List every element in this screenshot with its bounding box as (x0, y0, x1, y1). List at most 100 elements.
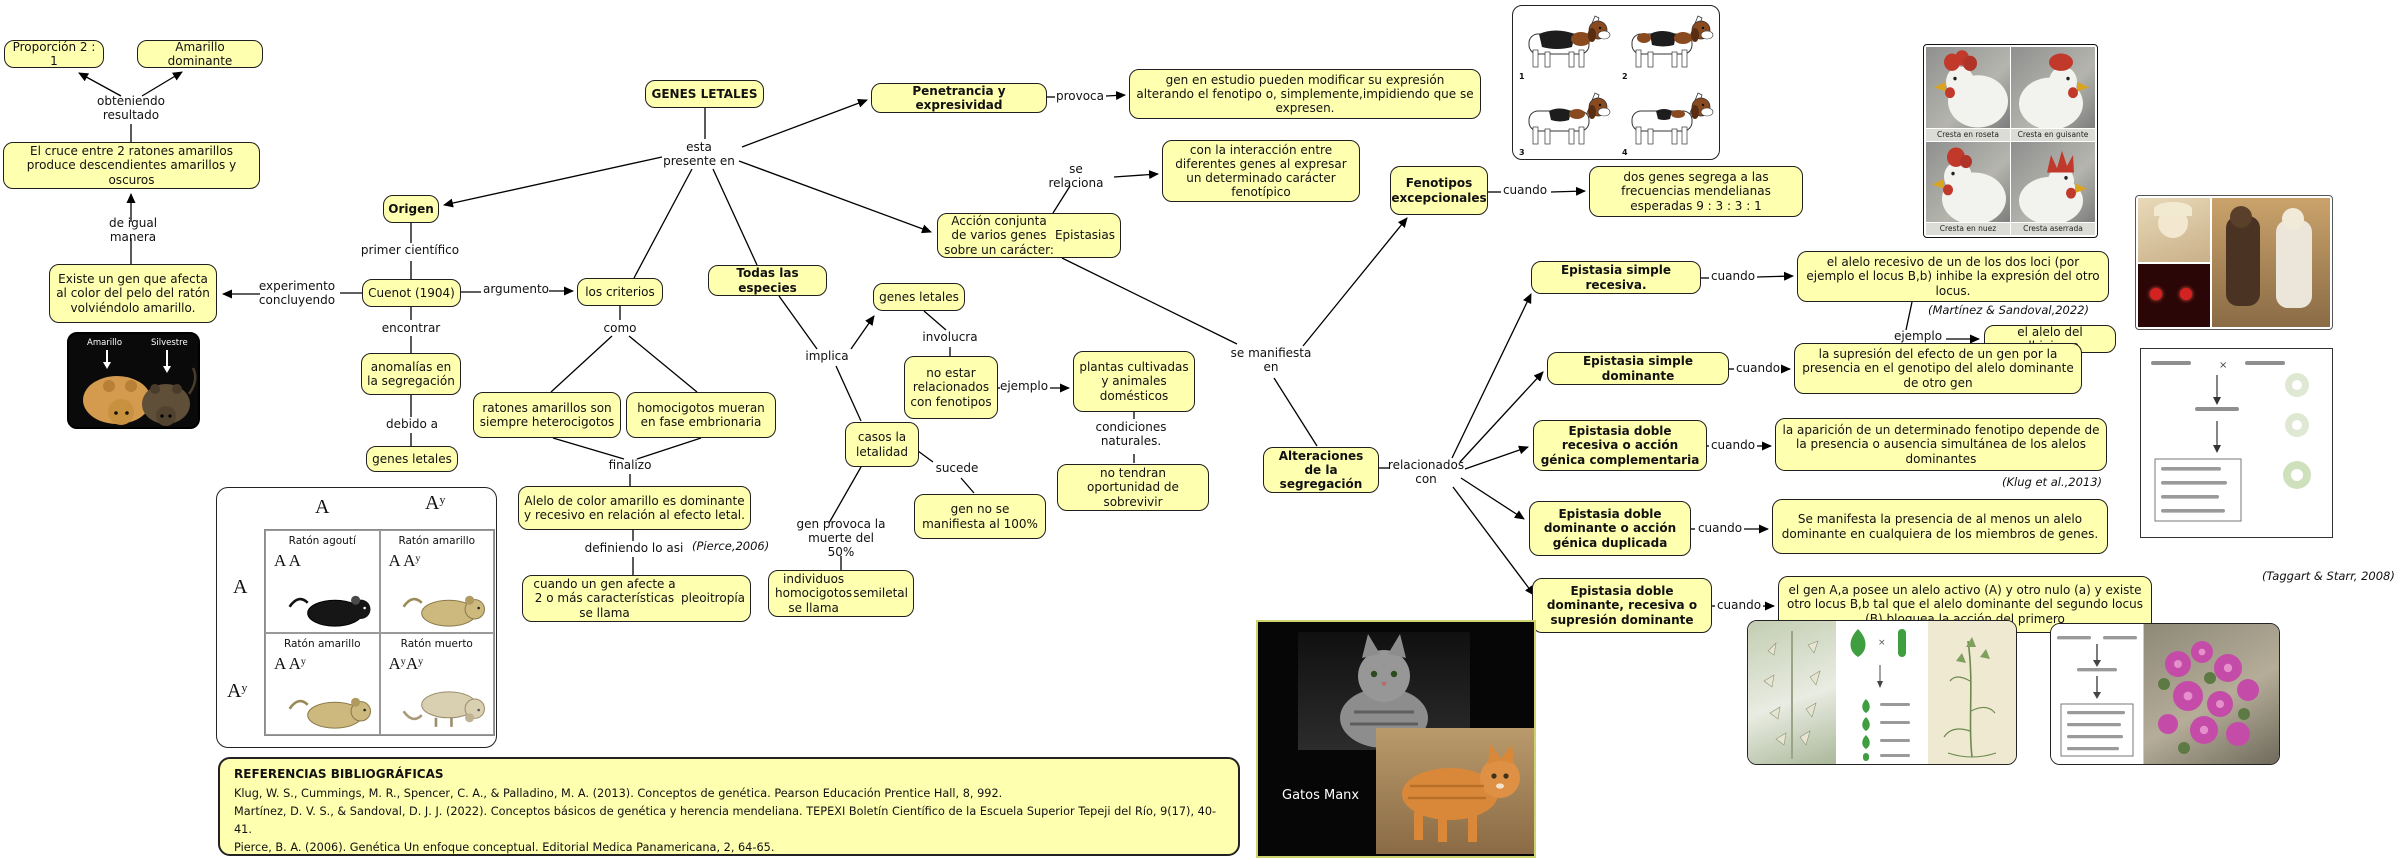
capsella-botanical-print (1928, 621, 2016, 764)
node-epistasia-simple-dominante[interactable]: Epistasia simple dominante (1547, 352, 1729, 385)
beagles-image: 1 2 (1512, 5, 1720, 160)
beagle-icon (1528, 91, 1611, 144)
mice-illustration (83, 350, 197, 426)
link-relacionados-con: relacionados con (1387, 458, 1465, 486)
node-no-estar[interactable]: no estar relacionados con fenotipos (904, 356, 998, 419)
node-aparicion[interactable]: la aparición de un determinado fenotipo … (1775, 418, 2107, 471)
punnett-cell-aay: Ratón amarillo A Aʸ (379, 530, 494, 633)
accion-conjunta-text: Acción conjunta de varios genes sobre un… (944, 214, 1054, 257)
node-supresion[interactable]: la supresión del efecto de un gen por la… (1794, 343, 2082, 394)
node-anomalias[interactable]: anomalías en la segregación (361, 353, 461, 395)
link-cuando-fenotipos: cuando (1502, 183, 1548, 198)
individuos-bold: semiletal (853, 586, 908, 601)
references-box: REFERENCIAS BIBLIOGRÁFICAS Klug, W. S., … (218, 757, 1240, 856)
node-cuenot[interactable]: Cuenot (1904) (362, 279, 461, 307)
node-proporcion[interactable]: Proporción 2 : 1 (4, 40, 104, 68)
node-ratones-amarillos[interactable]: ratones amarillos son siempre heterocigo… (473, 392, 621, 438)
citation-pierce: (Pierce,2006) (692, 539, 770, 553)
link-gen-provoca-muerte: gen provoca la muerte del 50% (796, 517, 886, 559)
punnett-cell-aya: Ratón amarillo A Aʸ (265, 632, 380, 735)
node-origen[interactable]: Origen (383, 195, 439, 223)
flower-icon (2283, 373, 2311, 489)
albino-child-photo (2138, 198, 2210, 262)
link-cuando-3: cuando (1710, 438, 1756, 453)
link-involucra: involucra (922, 330, 978, 345)
node-epistasia-simple-recesiva[interactable]: Epistasia simple recesiva. (1531, 261, 1701, 294)
punnett-grid: Ratón agoutí A A Ratón amarillo A Aʸ (264, 529, 495, 736)
individuos-text: individuos homocigotos se llama (775, 572, 853, 615)
link-provoca: provoca (1055, 89, 1105, 104)
link-ejemplo-albinismo: ejemplo (1893, 329, 1943, 344)
link-de-igual-manera: de igual manera (108, 216, 158, 244)
accion-conjunta-bold: Epistasias (1054, 228, 1115, 243)
orange-cat-icon (1402, 744, 1520, 842)
node-gen-aa[interactable]: el gen A,a posee un alelo activo (A) y o… (1778, 576, 2152, 633)
link-primer-cientifico: primer científico (360, 243, 460, 258)
node-no-tendran[interactable]: no tendran oportunidad de sobrevivir (1057, 464, 1209, 511)
citation-klug: (Klug et al.,2013) (2002, 475, 2103, 489)
punnett-cell-label: Ratón amarillo (398, 535, 476, 547)
node-epistasia-doble-dom-rec[interactable]: Epistasia doble dominante, recesiva o su… (1532, 578, 1712, 633)
node-todas-especies[interactable]: Todas las especies (708, 265, 827, 296)
node-dos-genes[interactable]: dos genes segrega a las frecuencias mend… (1589, 166, 1803, 217)
punnett-cell-aa: Ratón agoutí A A (265, 530, 380, 633)
reference-item: Pierce, B. A. (2006). Genética Un enfoqu… (234, 841, 775, 855)
node-el-cruce[interactable]: El cruce entre 2 ratones amarillos produ… (3, 142, 260, 189)
pink-flowers-image (2050, 623, 2280, 765)
node-gen-en-estudio[interactable]: gen en estudio pueden modificar su expre… (1129, 69, 1481, 119)
node-casos-letalidad[interactable]: casos la letalidad (845, 422, 919, 467)
node-accion-conjunta[interactable]: Acción conjunta de varios genes sobre un… (937, 213, 1121, 258)
node-gen-no-manifiesta[interactable]: gen no se manifiesta al 100% (914, 494, 1046, 539)
node-individuos[interactable]: individuos homocigotos se llama semileta… (768, 570, 914, 617)
link-se-manifiesta-en: se manifiesta en (1230, 346, 1312, 374)
node-amarillo-dominante[interactable]: Amarillo dominante (137, 40, 263, 68)
node-existe-gen[interactable]: Existe un gen que afecta al color del pe… (49, 264, 217, 323)
node-penetrancia[interactable]: Penetrancia y expresividad (871, 83, 1047, 113)
chicken-icon (1934, 50, 2008, 128)
albinism-photos (2135, 195, 2333, 330)
node-alelo-color[interactable]: Alelo de color amarillo es dominante y r… (518, 486, 751, 530)
pink-cross-diagram (2051, 624, 2144, 764)
svg-text:×: × (1878, 638, 1886, 648)
node-genes-letales-root[interactable]: GENES LETALES (645, 80, 764, 108)
capsella-plant-icon (1763, 631, 1821, 759)
albinism-left-column (2138, 198, 2210, 327)
punnett-cell-genotype: A A (274, 551, 301, 570)
reference-item: Klug, W. S., Cummings, M. R., Spencer, C… (234, 787, 1003, 800)
link-cuando-5: cuando (1716, 598, 1762, 613)
link-definiendo-lo-asi: definiendo lo asi (584, 541, 684, 556)
link-argumento: argumento (482, 282, 550, 297)
node-homocigotos-mueran[interactable]: homocigotos mueran en fase embrionaria (626, 392, 776, 438)
node-genes-letales-center[interactable]: genes letales (873, 283, 965, 311)
node-cuando-gen-afecte[interactable]: cuando un gen afecte a 2 o más caracterí… (522, 575, 751, 622)
capsella-image: × (1747, 620, 2017, 765)
references-title: REFERENCIAS BIBLIOGRÁFICAS (234, 767, 444, 781)
citation-taggart: (Taggart & Starr, 2008) (2262, 569, 2395, 583)
node-se-manifesta-presencia[interactable]: Se manifesta la presencia de al menos un… (1772, 499, 2108, 554)
link-condiciones-naturales: condiciones naturales. (1095, 420, 1167, 448)
node-los-criterios[interactable]: los criterios (577, 278, 663, 306)
punnett-cell-label: Ratón amarillo (283, 637, 361, 650)
node-plantas[interactable]: plantas cultivadas y animales domésticos (1073, 351, 1195, 412)
beagle-number: 3 (1519, 148, 1525, 157)
manx-cats-image: Gatos Manx (1256, 620, 1536, 858)
albino-people-photo (2212, 198, 2330, 327)
node-genes-letales-left[interactable]: genes letales (366, 446, 458, 472)
chicken-crests-image: Cresta en roseta Cresta en guisante Cres… (1923, 44, 2098, 238)
node-alelo-recesivo[interactable]: el alelo recesivo de un de los dos loci … (1797, 251, 2109, 302)
punnett-cell-genotype: AʸAʸ (388, 653, 424, 673)
node-alteraciones[interactable]: Alteraciones de la segregación (1263, 447, 1379, 493)
mice-photo-label-silvestre: Silvestre (151, 338, 188, 348)
punnett-col-header-a: A (315, 496, 330, 518)
crest-label-nuez: Cresta en nuez (1926, 223, 2010, 235)
node-epistasia-doble-recesiva[interactable]: Epistasia doble recesiva o acción génica… (1533, 420, 1707, 471)
link-implica: implica (805, 349, 849, 364)
orange-manx-photo (1376, 728, 1534, 854)
cuando-gen-bold: pleoitropía (680, 591, 745, 606)
node-epistasia-doble-dominante[interactable]: Epistasia doble dominante o acción génic… (1529, 501, 1691, 556)
flower-cluster-icon (2158, 641, 2259, 754)
node-fenotipos-excepcionales[interactable]: Fenotipos excepcionales (1390, 166, 1488, 215)
citation-martinez: (Martínez & Sandoval,2022) (1928, 303, 2089, 317)
node-con-interaccion[interactable]: con la interacción entre diferentes gene… (1162, 140, 1360, 202)
beagle-4: 4 (1616, 83, 1719, 160)
